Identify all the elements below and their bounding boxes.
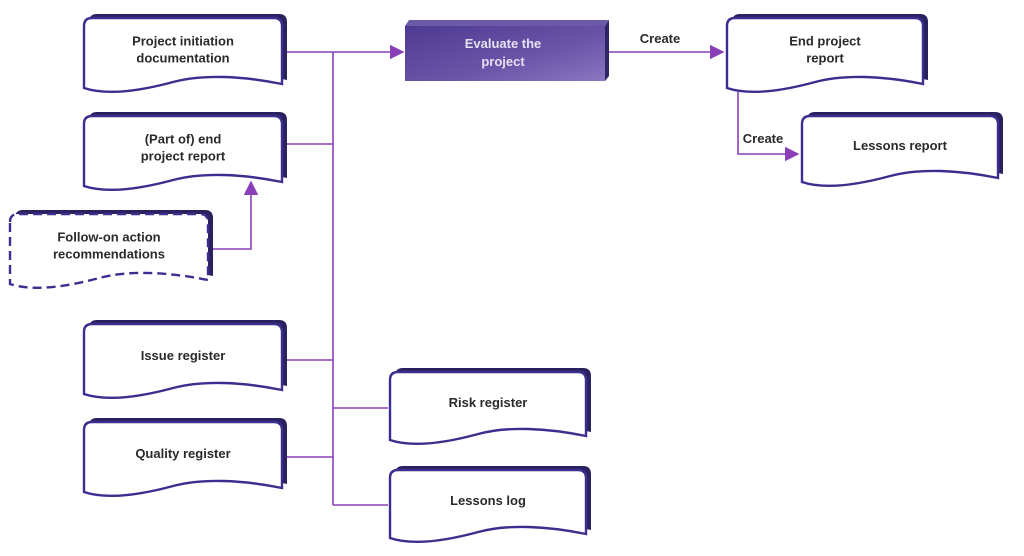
documents: Project initiation documentation (Part of)… <box>8 14 1003 543</box>
document-issue-register[interactable]: Issue register <box>82 320 287 399</box>
document-label-line: Risk register <box>449 395 528 410</box>
process-label-line-2: project <box>481 54 525 69</box>
document-body <box>388 468 588 543</box>
process-box-front-face <box>405 26 605 81</box>
document-body <box>388 370 588 445</box>
document-pid[interactable]: Project initiation documentation <box>82 14 287 93</box>
document-body <box>8 212 210 289</box>
process-box-top-face <box>405 20 609 26</box>
document-body <box>82 420 284 497</box>
document-label-line: Project initiation <box>132 33 234 48</box>
document-follow-on[interactable]: Follow-on action recommendations <box>8 210 213 289</box>
connector-follow-on-to-part-end-report <box>211 180 259 250</box>
connector-end-report-to-lessons-report <box>737 92 800 162</box>
document-label-line: Follow-on action <box>57 229 160 244</box>
document-body <box>82 16 284 93</box>
document-quality-register[interactable]: Quality register <box>82 418 287 497</box>
process-box-side-face <box>605 20 609 81</box>
document-body <box>82 322 284 399</box>
document-body <box>725 16 925 93</box>
connectors <box>211 44 800 506</box>
document-label-line: Lessons log <box>450 493 526 508</box>
document-label-line: (Part of) end <box>145 131 222 146</box>
document-label-line: documentation <box>136 50 229 65</box>
process-evaluate-the-project[interactable]: Evaluate the project <box>405 20 609 81</box>
document-label-line: recommendations <box>53 246 165 261</box>
document-body <box>800 114 1000 187</box>
document-body <box>82 114 284 191</box>
document-end-project-report[interactable]: End project report <box>725 14 928 93</box>
document-part-end-report[interactable]: (Part of) end project report <box>82 112 287 191</box>
document-lessons-report[interactable]: Lessons report <box>800 112 1003 187</box>
document-label-line: Quality register <box>135 446 230 461</box>
document-label-line: Issue register <box>141 348 226 363</box>
document-lessons-log[interactable]: Lessons log <box>388 466 591 543</box>
document-label-line: End project <box>789 33 861 48</box>
document-label-line: Lessons report <box>853 138 948 153</box>
edge-label-create-end-report: Create <box>640 31 680 46</box>
edge-label-create-lessons-report: Create <box>743 131 783 146</box>
document-risk-register[interactable]: Risk register <box>388 368 591 445</box>
process-label-line-1: Evaluate the <box>465 36 542 51</box>
document-label-line: project report <box>141 148 226 163</box>
document-label-line: report <box>806 50 844 65</box>
